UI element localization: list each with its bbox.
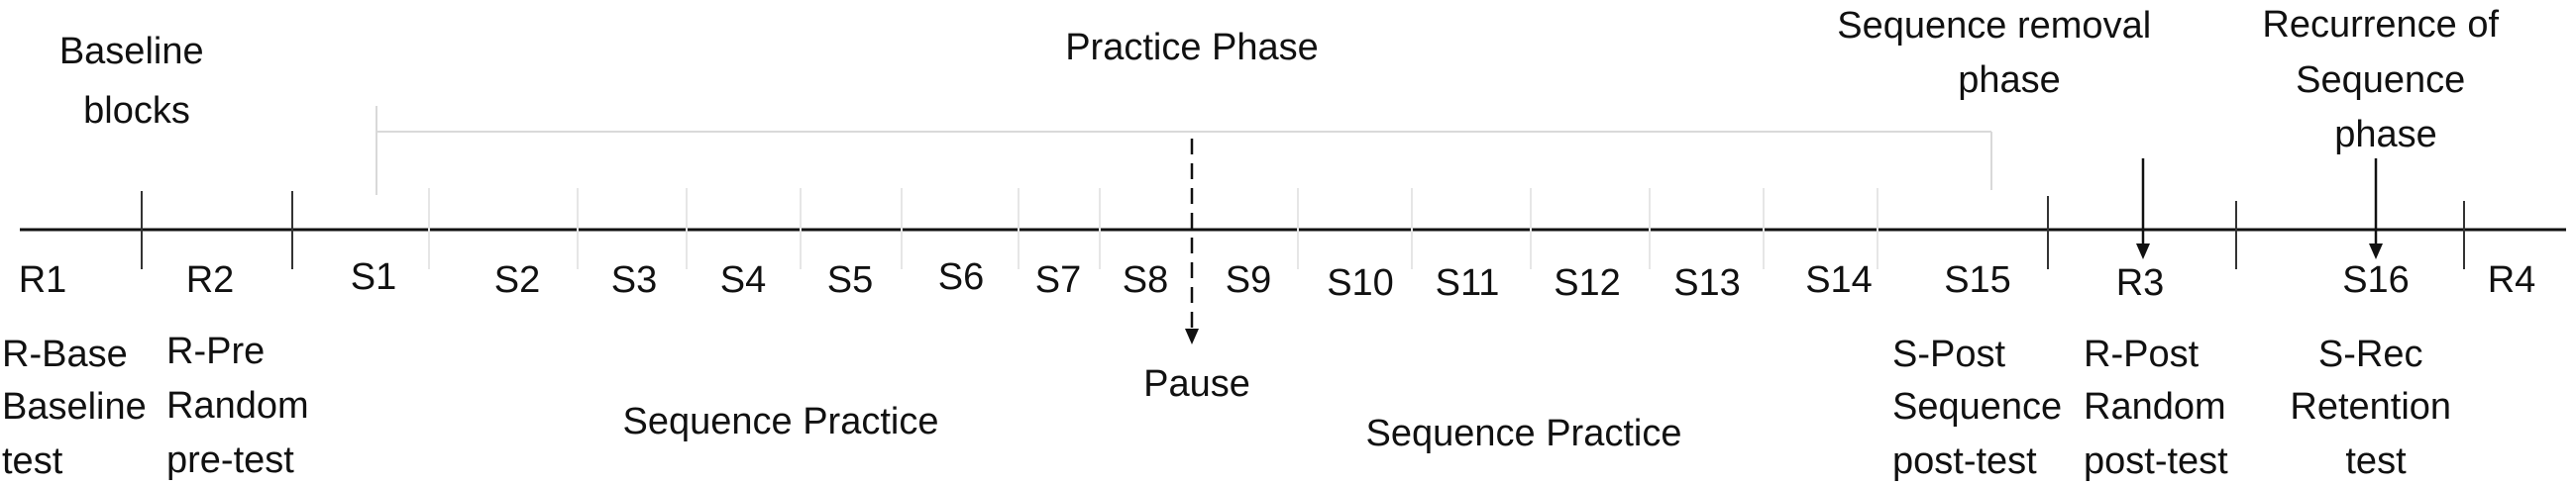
block-label-s1: S1	[351, 256, 396, 298]
block-label-s11: S11	[1436, 262, 1500, 304]
block-label-r4: R4	[2488, 259, 2536, 301]
r3-arrowhead	[2136, 243, 2150, 259]
block-label-s15: S15	[1944, 259, 2011, 301]
sequence-practice-label-1: Sequence Practice	[623, 401, 939, 442]
block-label-s2: S2	[494, 259, 540, 301]
block-label-r2: R2	[186, 259, 235, 301]
practice-phase-bracket	[376, 106, 1992, 195]
block-label-s9: S9	[1226, 259, 1271, 301]
removal-phase-label: Sequence removal phase	[1837, 5, 2161, 101]
pause-label: Pause	[1143, 363, 1250, 405]
s16-arrowhead	[2369, 243, 2383, 259]
baseline-phase-label: Baseline blocks	[59, 31, 214, 132]
block-label-s4: S4	[720, 259, 766, 301]
block-label-s5: S5	[827, 259, 873, 301]
block-label-s3: S3	[611, 259, 657, 301]
s-post-label: S-Post Sequence post-test	[1892, 334, 2073, 482]
block-label-s6: S6	[938, 256, 984, 298]
block-label-s7: S7	[1035, 259, 1081, 301]
block-label-s10: S10	[1327, 262, 1394, 304]
block-label-s14: S14	[1805, 259, 1873, 301]
recurrence-phase-label: Recurrence of Sequence phase	[2262, 4, 2509, 155]
pause-arrowhead	[1185, 329, 1199, 344]
r-post-label: R-Post Random post-test	[2084, 334, 2236, 482]
block-labels: R1 R2 S1 S2 S3 S4 S5 S6 S7 S8 S9 S10 S11…	[19, 256, 2536, 304]
block-dividers	[428, 188, 1878, 269]
practice-phase-label: Practice Phase	[1065, 27, 1319, 68]
block-label-s13: S13	[1673, 262, 1741, 304]
sequence-practice-label-2: Sequence Practice	[1366, 413, 1682, 454]
block-label-s16: S16	[2342, 259, 2410, 301]
block-label-r3: R3	[2116, 262, 2165, 304]
r-base-label: R-Base Baseline test	[2, 334, 157, 482]
block-label-s12: S12	[1554, 262, 1621, 304]
block-label-r1: R1	[19, 259, 67, 301]
r-pre-label: R-Pre Random pre-test	[166, 331, 319, 481]
s-rec-label: S-Rec Retention test	[2290, 334, 2461, 482]
block-label-s8: S8	[1123, 259, 1168, 301]
